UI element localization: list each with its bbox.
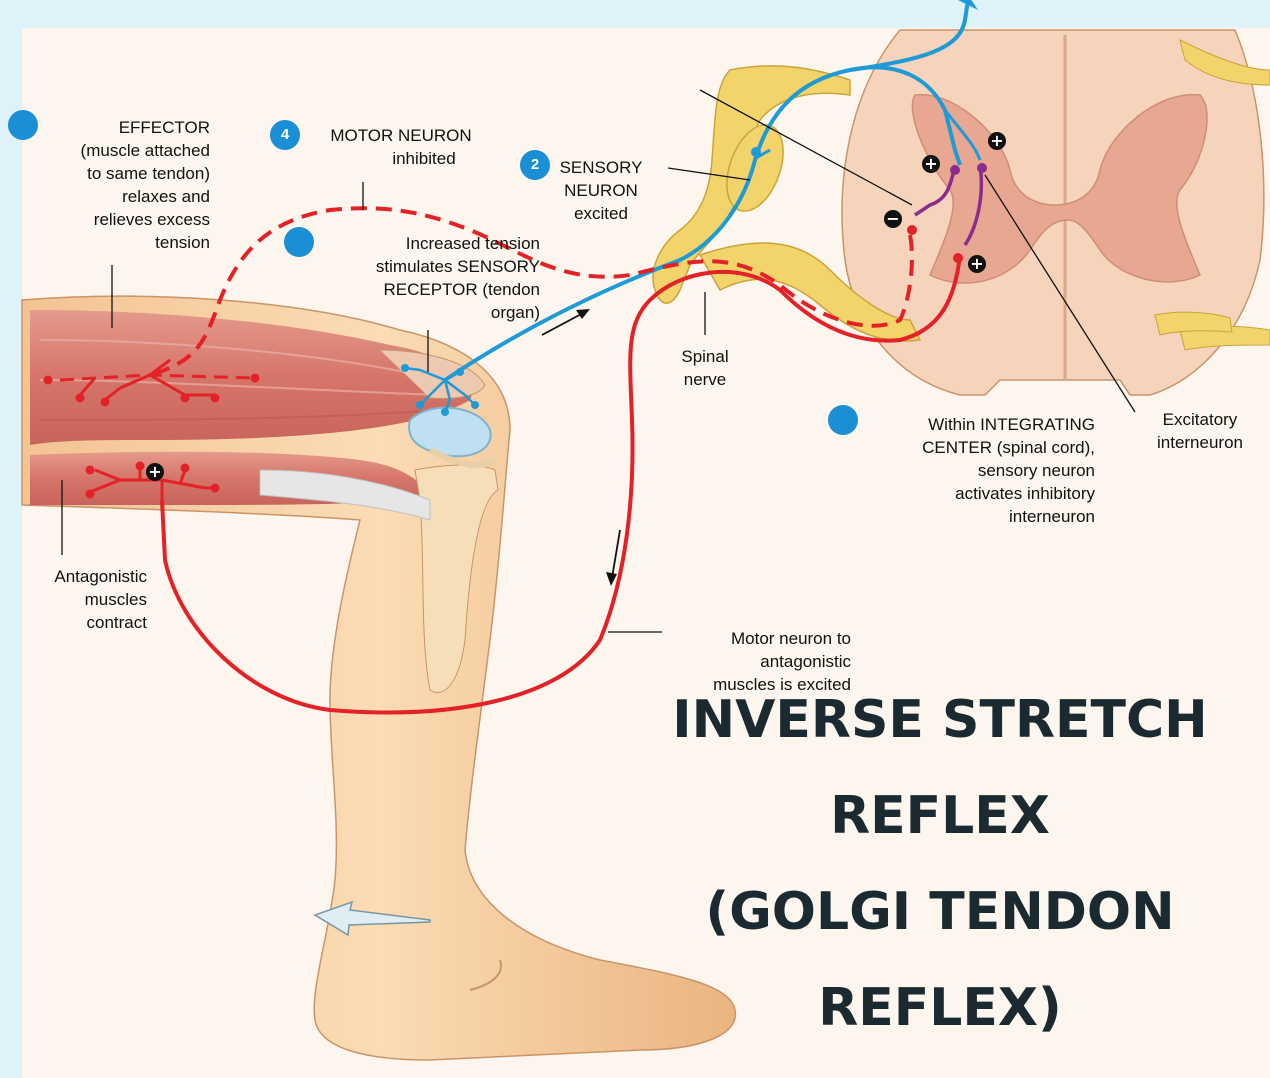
integrating-center-label: Within INTEGRATING CENTER (spinal cord),… xyxy=(830,413,1095,528)
page-title: INVERSE STRETCH REFLEX (GOLGI TENDON REF… xyxy=(620,672,1260,1056)
plus-sign-cord-3: + xyxy=(968,255,986,273)
step-4-bullet: 4 xyxy=(270,120,300,150)
title-line-4: REFLEX) xyxy=(620,960,1260,1056)
title-line-1: INVERSE STRETCH xyxy=(620,672,1260,768)
plus-sign-cord-2: + xyxy=(988,132,1006,150)
plus-sign-muscle: + xyxy=(146,463,164,481)
effector-label: EFFECTOR (muscle attached to same tendon… xyxy=(10,116,210,254)
title-line-2: REFLEX xyxy=(620,768,1260,864)
receptor-label: Increased tension stimulates SENSORY REC… xyxy=(270,232,540,324)
plus-sign-cord-1: + xyxy=(922,155,940,173)
spinal-nerve-label: Spinal nerve xyxy=(660,345,750,391)
motor-neuron-label: MOTOR NEURON xyxy=(306,124,496,147)
antagonistic-muscles-label: Antagonistic muscles contract xyxy=(10,565,147,634)
minus-sign-cord: − xyxy=(884,210,902,228)
motor-neuron-state-label: inhibited xyxy=(306,147,542,170)
title-line-3: (GOLGI TENDON xyxy=(620,864,1260,960)
sensory-neuron-label: SENSORY NEURON excited xyxy=(532,156,670,225)
excitatory-interneuron-label: Excitatory interneuron xyxy=(1135,408,1265,454)
